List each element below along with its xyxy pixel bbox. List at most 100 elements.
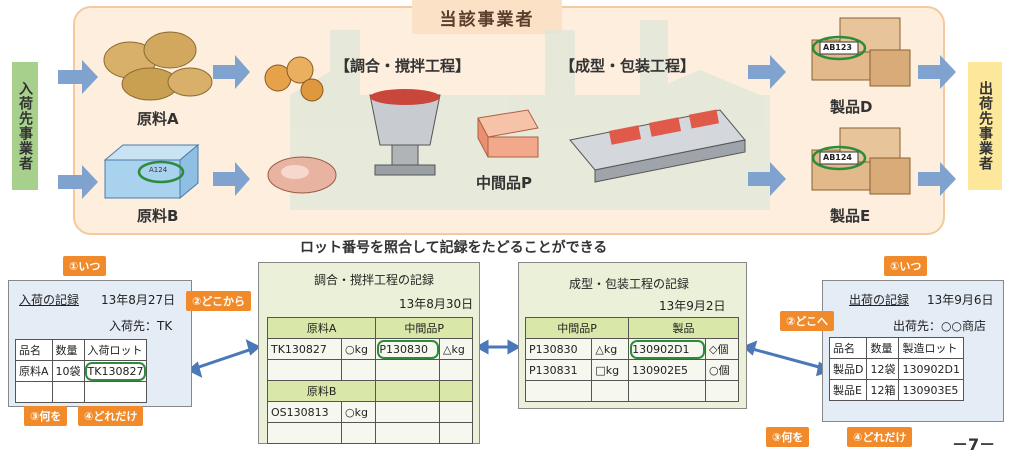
cell: OS130813 [266,401,343,423]
col-header: 品名 [828,337,868,359]
cell: 130902E5 [628,359,707,381]
col-header: 数量 [866,337,900,359]
cell-highlighted: 130902D1 [628,338,707,360]
receiving-record-date: 13年8月27日 [101,293,176,307]
shipping-record-title: 出荷の記録 [849,293,910,307]
arrow-icon [58,165,98,199]
cell: 130902D1 [898,358,964,380]
forming-record-title: 成型・包装工程の記録 [569,277,690,291]
cell: 製品E [828,379,868,401]
arrow-icon [918,162,956,196]
tag-when: ①いつ [63,256,107,276]
product-e-label: 製品E [830,207,871,225]
arrow-icon [748,162,786,196]
forming-table: 中間品P 製品 P130830 △kg 130902D1 ◇個 P130831 … [524,317,739,402]
mixing-table: 原料A 中間品P TK130827 ○kg P130830 △kg 原料B OS… [266,317,473,444]
page-number: －7－ [952,435,996,454]
cell-highlighted: P130830 [375,338,440,360]
product-d-lot-label: AB123 [823,43,852,52]
tag-when: ①いつ [884,256,928,276]
shipping-record: 出荷の記録 13年9月6日 出荷先：○○商店 品名 数量 製造ロット 製品D 1… [822,280,1004,422]
supplier-label: 入荷先事業者 [12,62,38,190]
table-row: 製品E 12箱 130903E5 [828,379,964,401]
table-row: OS130813 ○kg [266,401,473,423]
forming-record-date: 13年9月2日 [659,299,726,313]
table-row: 原料A 10袋 TK130827 [15,360,148,382]
arrow-icon [58,60,98,94]
product-d-label: 製品D [830,98,873,116]
sack-icon [103,31,213,101]
cell: 12袋 [866,358,900,380]
table-row: TK130827 ○kg P130830 △kg [266,338,473,360]
cell: 製品D [828,358,868,380]
arrow-icon [213,162,250,196]
tray-icon [477,109,539,158]
customer-label: 出荷先事業者 [968,62,1002,190]
mixing-record-title: 調合・撹拌工程の記録 [314,273,435,287]
conveyor-icon [569,109,746,183]
receiving-table: 品名 数量 入荷ロット 原料A 10袋 TK130827 [15,339,148,403]
col-header: 製品 [628,317,739,339]
tag-what: ③何を [766,427,810,447]
box-b-lot-label: A124 [149,166,168,174]
tag-from: ②どこから [186,291,251,311]
cell-highlighted: TK130827 [83,360,148,382]
table-row: P130830 △kg 130902D1 ◇個 [524,338,739,360]
receiving-record: 入荷の記録 13年8月27日 入荷先：TK 品名 数量 入荷ロット 原料A 10… [8,280,192,407]
highlight-ring [137,160,185,184]
onion-icon [264,56,324,102]
forming-process-label: 【成型・包装工程】 [560,57,696,75]
mixing-process-label: 【調合・撹拌工程】 [335,57,471,75]
mixing-record: 調合・撹拌工程の記録 13年8月30日 原料A 中間品P TK130827 ○k… [258,262,480,444]
col-header: 原料A [266,317,377,339]
cell: □kg [591,359,630,381]
product-e-lot-label: AB124 [823,153,852,162]
material-b-label: 原料B [137,207,179,225]
business-title: 当該事業者 [412,0,562,34]
col-header: 原料B [266,380,377,402]
product-boxes-icon [811,17,911,87]
cell: P130831 [524,359,593,381]
cell: ○個 [705,359,739,381]
trace-caption: ロット番号を照合して記録をたどることができる [300,240,608,256]
col-header: 数量 [51,339,85,361]
cell: 12箱 [866,379,900,401]
col-header: 品名 [15,339,53,361]
cell: 130903E5 [898,379,964,401]
highlight-ring [811,35,867,61]
intermediate-label: 中間品P [476,174,532,192]
cell: P130830 [524,338,593,360]
arrow-icon [918,55,956,89]
tag-what: ③何を [24,406,68,426]
cell: △kg [439,338,473,360]
material-a-label: 原料A [137,110,179,128]
arrow-icon [213,55,250,89]
shipping-table: 品名 数量 製造ロット 製品D 12袋 130902D1 製品E 12箱 130… [828,337,964,401]
table-row: P130831 □kg 130902E5 ○個 [524,359,739,381]
meat-icon [267,156,337,194]
col-header: 中間品P [524,317,630,339]
highlight-ring [811,145,867,171]
col-header: 中間品P [375,317,473,339]
cell: 原料A [15,360,53,382]
tag-to: ②どこへ [780,311,834,331]
product-boxes-icon [811,127,911,195]
cell: TK130827 [266,338,343,360]
cell: ○kg [341,401,377,423]
mixer-icon [369,89,441,176]
tag-howmuch: ④どれだけ [78,406,144,426]
receiving-record-title: 入荷の記録 [19,293,80,307]
cell: 10袋 [51,360,85,382]
cell: ◇個 [705,338,739,360]
col-header: 入荷ロット [83,339,148,361]
shipping-record-date: 13年9月6日 [927,293,994,307]
shipping-destination: 出荷先：○○商店 [893,319,986,333]
table-row: 製品D 12袋 130902D1 [828,358,964,380]
tag-howmuch: ④どれだけ [847,427,913,447]
cell: △kg [591,338,630,360]
mixing-record-date: 13年8月30日 [399,297,474,311]
col-header: 製造ロット [898,337,964,359]
arrow-icon [748,55,786,89]
forming-record: 成型・包装工程の記録 13年9月2日 中間品P 製品 P130830 △kg 1… [518,262,747,409]
receiving-source: 入荷先：TK [109,319,173,333]
